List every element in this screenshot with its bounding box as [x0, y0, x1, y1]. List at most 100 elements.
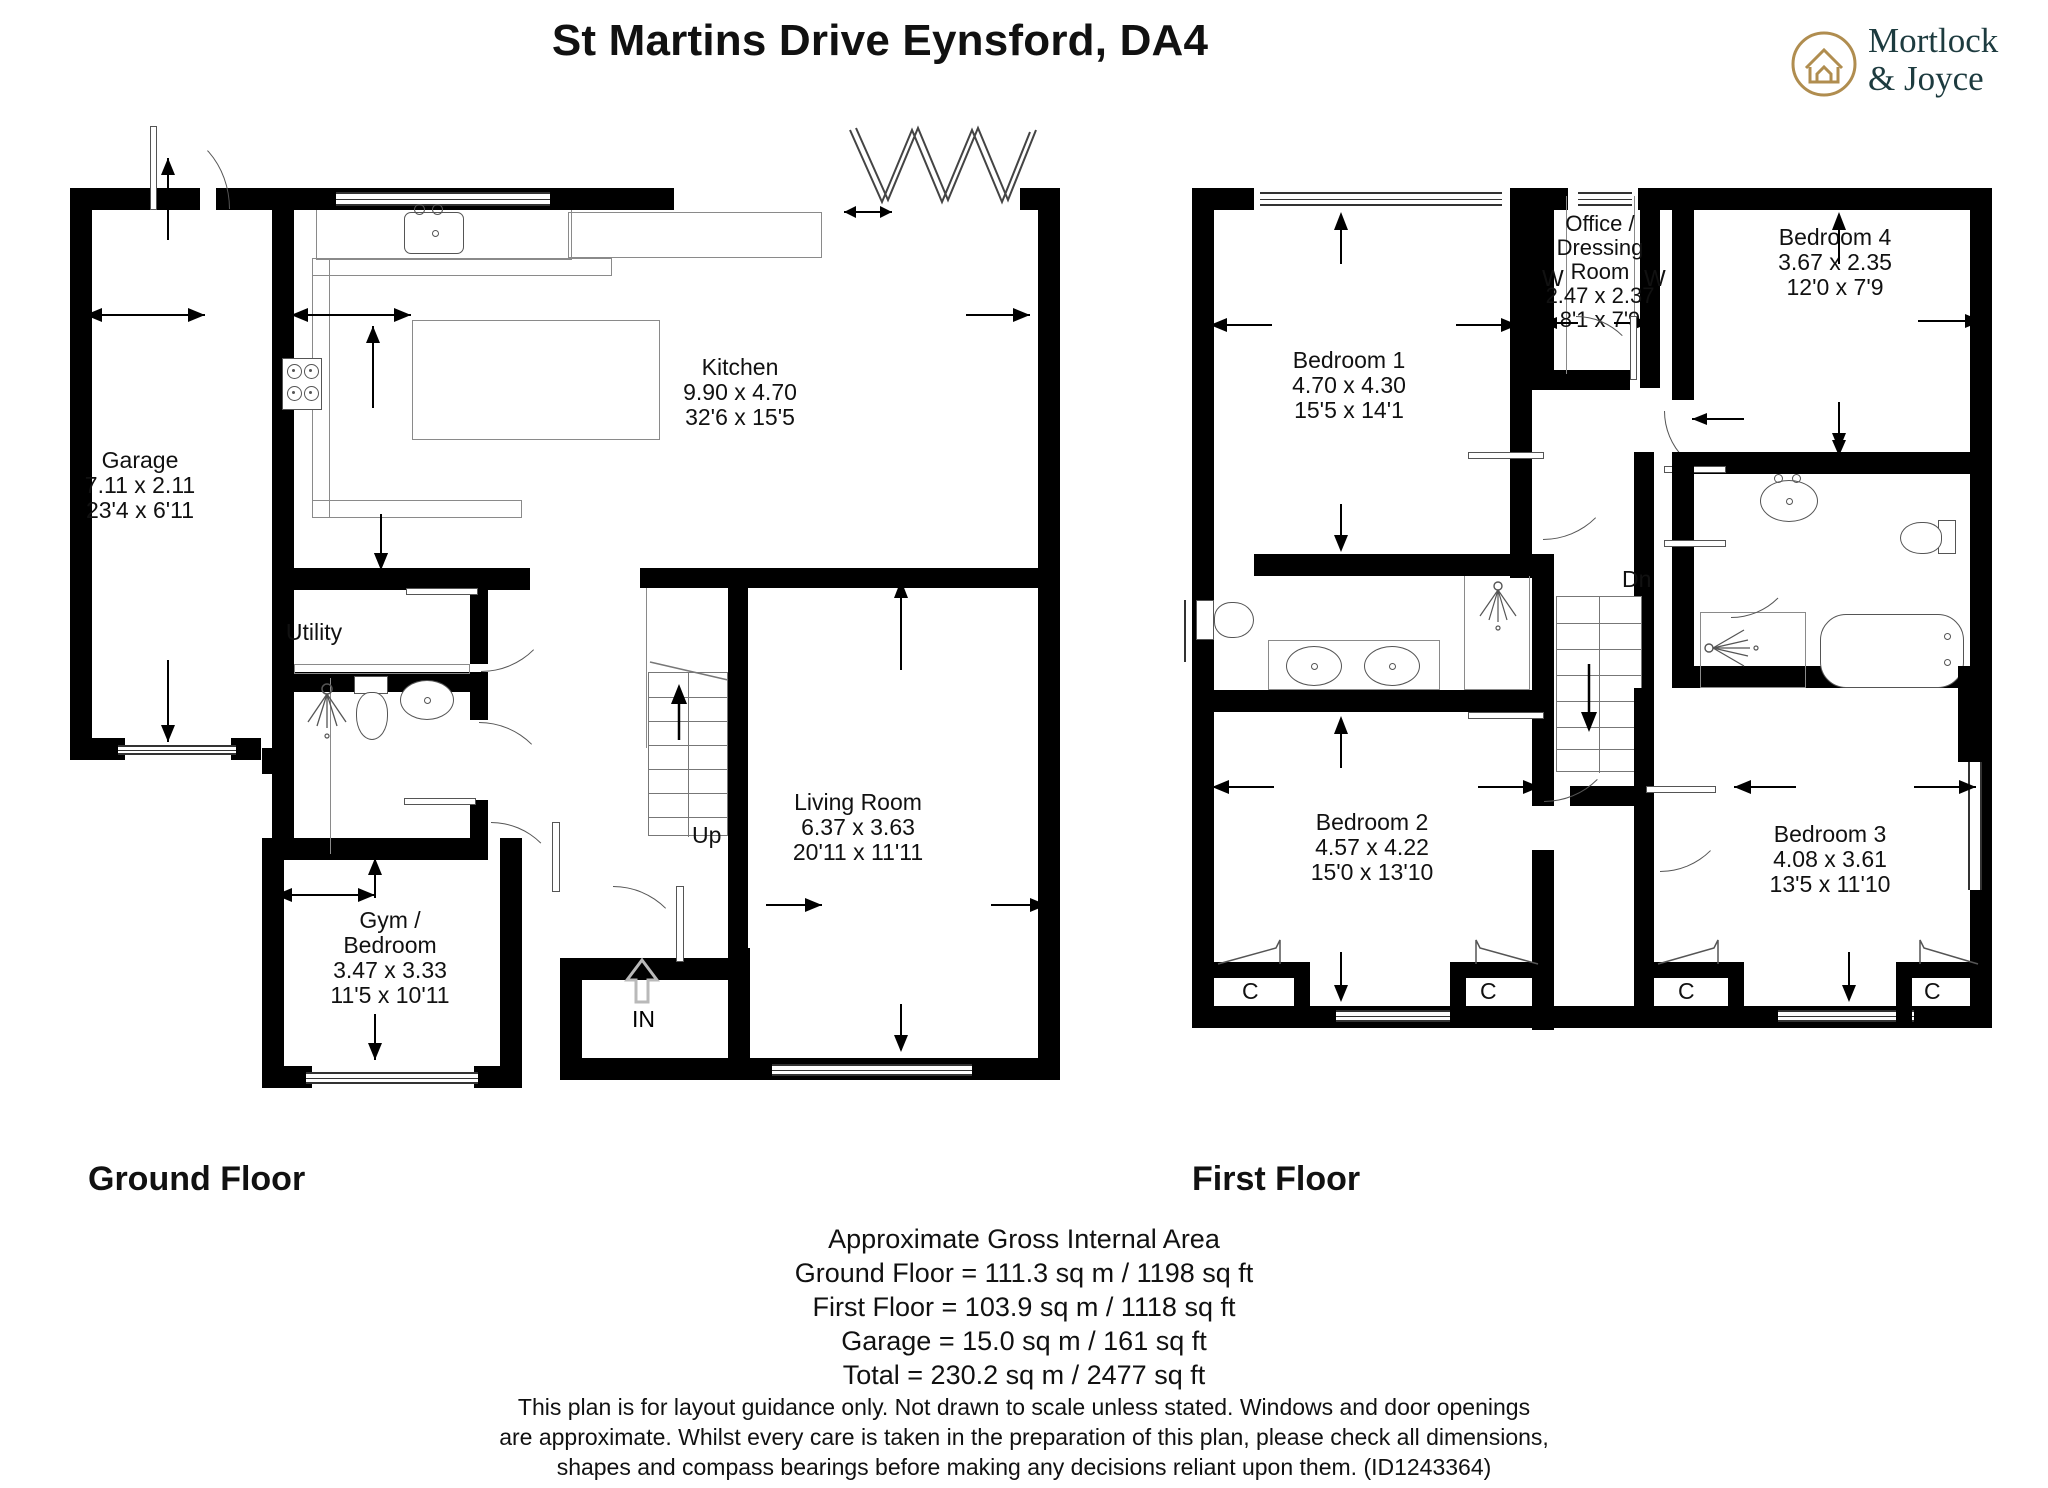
bathroom-door[interactable]	[1664, 540, 1798, 618]
disclaimer-line-2: are approximate. Whilst every care is ta…	[499, 1424, 1549, 1450]
bifold-doors-open	[849, 125, 1037, 205]
dim-arrow	[1334, 952, 1348, 1002]
kitchen-sink-run	[568, 212, 822, 258]
stair-direction-arrow	[671, 684, 687, 740]
bed2-cupboard-right-wall-top	[1450, 962, 1536, 978]
entrance-door[interactable]	[600, 886, 688, 968]
dim-arrow	[1734, 780, 1796, 794]
areas-block: Approximate Gross Internal Area Ground F…	[0, 1222, 2048, 1392]
bedroom1-door[interactable]	[1468, 452, 1618, 540]
room-imperial: 11'5 x 10'11	[330, 982, 450, 1008]
room-metric: 9.90 x 4.70	[683, 379, 797, 405]
disclaimer-line-1: This plan is for layout guidance only. N…	[517, 1394, 1531, 1420]
kitchen-sink	[404, 212, 464, 254]
room-metric: 4.57 x 4.22	[1315, 834, 1429, 860]
page-title: St Martins Drive Eynsford, DA4	[551, 16, 1209, 65]
room-metric: 6.37 x 3.63	[801, 814, 915, 840]
garage-side-door[interactable]	[150, 126, 230, 212]
dim-arrow	[374, 524, 388, 570]
stair-direction-arrow-down	[1581, 664, 1597, 732]
ff-window-bottom-right	[1778, 1010, 1914, 1022]
bed2-cupboard-left-wall-side	[1294, 962, 1310, 1028]
bedroom3-door[interactable]	[1646, 786, 1732, 872]
dim-arrow	[161, 660, 175, 742]
landing-wall-right-lower	[1634, 688, 1654, 798]
wc-wall-left-nib	[262, 748, 294, 774]
wardrobe-left-label: W	[1542, 265, 1564, 291]
garage-door-opening	[118, 745, 236, 755]
utility-wall-left	[272, 568, 294, 688]
utility-door[interactable]	[406, 588, 556, 672]
wc-wall-bottom	[272, 838, 488, 860]
office-window	[1578, 192, 1632, 206]
room-metric: 4.08 x 3.61	[1773, 846, 1887, 872]
dim-arrow	[894, 580, 908, 670]
gym-wall-left	[262, 838, 284, 1088]
cupboard-label: C	[1924, 978, 1941, 1004]
dim-arrow	[1692, 413, 1744, 425]
cupboard-label: C	[1678, 978, 1695, 1004]
stair-label-up: Up	[692, 822, 722, 848]
room-imperial: 13'5 x 11'10	[1769, 871, 1891, 897]
office-door[interactable]	[1572, 316, 1644, 388]
ensuite-wall-bottom	[1192, 690, 1552, 712]
dim-arrow	[368, 858, 382, 898]
room-label-office: Office / Dressing Room 2.47 x 2.37 8'1 x…	[1500, 212, 1700, 332]
kitchen-island	[412, 320, 660, 440]
room-imperial: 32'6 x 15'5	[685, 404, 795, 430]
stair-label-down: Dn	[1622, 566, 1652, 592]
bed3-cupboard-right-door	[1919, 939, 1979, 965]
garage-wall-bottom-stub2	[231, 738, 261, 760]
room-name-2: Dressing	[1556, 235, 1644, 260]
room-name: Bedroom 1	[1292, 347, 1406, 373]
living-wall-left-lower	[728, 948, 750, 1080]
dim-arrow	[1334, 212, 1348, 264]
ff-wall-top-d	[1662, 188, 1992, 210]
stair-winder	[649, 661, 729, 681]
bathroom-shower-icon	[1704, 629, 1759, 667]
room-metric: 3.47 x 3.33	[333, 957, 447, 983]
staircase-up	[648, 672, 728, 837]
porch-wall	[560, 958, 582, 1080]
kitchen-window	[336, 192, 550, 206]
dim-arrow	[368, 1014, 382, 1060]
room-name: Bedroom 2	[1315, 809, 1429, 835]
dim-arrow	[366, 326, 380, 408]
bed2-cupboard-left-door	[1217, 939, 1281, 965]
ensuite-basin-1	[1286, 646, 1342, 686]
kitchen-counter-bottom-run	[312, 500, 522, 518]
room-name: Utility	[285, 619, 343, 645]
room-name: Office /	[1565, 211, 1635, 236]
utility-counter	[294, 664, 470, 674]
wardrobe-left-wall	[1532, 188, 1554, 390]
areas-heading: Approximate Gross Internal Area	[828, 1224, 1220, 1254]
dim-arrow	[766, 898, 822, 912]
dim-arrow	[991, 898, 1047, 912]
dim-arrow	[1456, 318, 1518, 332]
dim-arrow	[1478, 780, 1540, 794]
gym-door[interactable]	[486, 822, 566, 902]
tap-icon	[1774, 474, 1783, 483]
dim-arrow	[85, 308, 205, 322]
bed3-cupboard-left-door	[1657, 939, 1719, 965]
room-name-2: Bedroom	[343, 932, 437, 958]
ensuite-toilet-icon	[1214, 602, 1254, 638]
basin-icon	[400, 680, 454, 720]
brand-name: Mortlock & Joyce	[1868, 22, 1998, 98]
area-line-total: Total = 230.2 sq m / 2477 sq ft	[842, 1360, 1206, 1390]
dim-arrow	[1542, 317, 1578, 329]
brand-line-1: Mortlock	[1868, 21, 1999, 60]
porch-wall-bottom	[560, 1058, 750, 1080]
landing-wall-bottom	[1570, 786, 1654, 806]
room-name: Garage	[101, 447, 179, 473]
hall-wall-front	[560, 958, 750, 980]
room-name: Living Room	[794, 789, 922, 815]
tap-icon	[414, 204, 425, 215]
dim-arrow	[966, 308, 1030, 322]
brand-logo: Mortlock & Joyce	[1790, 22, 2030, 104]
room-metric: 4.70 x 4.30	[1292, 372, 1406, 398]
ff-wall-top-a	[1192, 188, 1254, 210]
bedroom4-door[interactable]	[1664, 400, 1740, 478]
wc-door[interactable]	[404, 722, 554, 805]
